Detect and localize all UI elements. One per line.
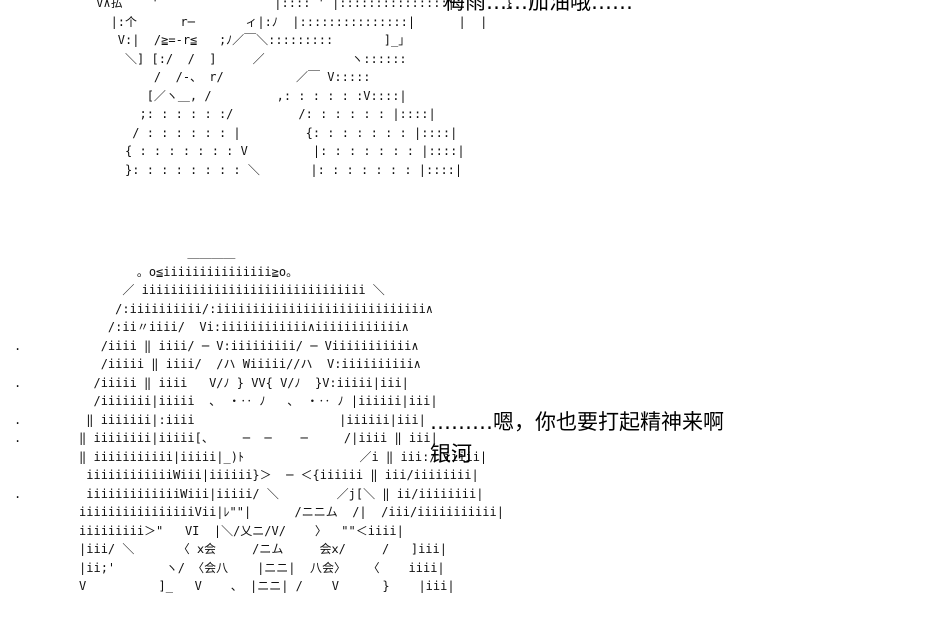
art-line: V ]_ V 、 |ニニ| / V } |iii| [14,579,455,593]
art-line: ＼] [:/ / ] ／ ヽ:::::: [60,51,407,66]
art-line: . /iiiii ‖ iiii V/ﾉ } VV{ V/ﾉ }V:iiiii|i… [14,375,409,390]
art-line: . ‖ iiiiiiii|iiiii[、 ─ ─ ─ /|iiii ‖ iii| [14,431,438,445]
art-line: }: : : : : : : : ＼ |: : : : : : : |::::| [60,162,463,177]
art-line: 。o≦iiiiiiiiiiiiiii≧o。 [14,264,299,279]
art-line: |:个 r─ ィ|:ﾉ |:::::::::::::::| | | [60,14,488,29]
dialogue-line: ………嗯，你也要打起精神来啊 [430,410,724,434]
bottom-ascii-art-character: ＿＿＿＿ 。o≦iiiiiiiiiiiiiii≧o。 ／ iiiiiiiiiii… [14,244,504,596]
art-line: . /iiii ‖ iiii/ ─ V:iiiiiiiii/ ─ Viiiiii… [14,338,419,353]
art-line: iiiiiiiii＞" VI |＼/乂ニ/V/ 〉 ""＜iiii| [14,523,404,538]
art-line: |ii;' ヽ/ 〈会八 |ニニ| 八会〉 〈 iiii| [14,560,445,575]
art-line: /iiiiiii|iiiii 、 ・‥ ﾉ 、 ・‥ ﾉ |iiiiii|iii… [14,394,438,408]
art-line: ‖ iiiiiiiiiii|iiiii|_)ﾄ ／i ‖ iii:/:iiiii… [14,449,488,464]
art-line: /iiiii ‖ iiii/ /ハ Wiiiii//ハ V:iiiiiiiiii… [14,357,421,371]
top-ascii-art-figure: V∧払 ' |:::: ' |:::::::::::::::| } | |:个 … [60,0,534,179]
art-line: ／ iiiiiiiiiiiiiiiiiiiiiiiiiiiiiii ＼ [14,283,385,297]
bottom-dialogue-text: ………嗯，你也要打起精神来啊 银河 [430,406,724,470]
top-dialogue-text: 梅雨……加油哦…… [444,0,633,14]
art-line: V∧払 ' |:::: ' |:::::::::::::::| } | [60,0,535,10]
art-line: V:| /≧=-r≦ ;ﾉ／￣＼::::::::: ]_」 [60,33,411,47]
art-line: /:ii〃iiii/ Vi:iiiiiiiiiiii∧iiiiiiiiiiii∧ [14,320,409,334]
art-line: ;: : : : : :/ /: : : : : : |::::| [60,107,436,121]
art-line: . ‖ iiiiiii|:iiii |iiiiii|iii| [14,412,426,427]
art-line: ＿＿＿＿ [14,246,236,260]
art-line: |iii/ ＼ 〈 ⅹ会 /ニム 会ⅹ/ / ]iii| [14,542,447,556]
art-line: / /-、 r/ ／￣ V::::: [60,70,371,84]
art-line: . iiiiiiiiiiiiiWiii|iiiii/ ＼ ／j[＼ ‖ ii/i… [14,486,484,501]
dialogue-line-speaker: 银河 [430,442,472,466]
art-line: / : : : : : : | {: : : : : : : |::::| [60,125,458,140]
art-line: [／ヽ＿, / ,: : : : : :V::::| [60,88,407,103]
art-line: { : : : : : : : V |: : : : : : : |::::| [60,144,465,158]
art-line: iiiiiiiiiiiiiiiiVii|ﾚ""| /ニニム /| /iii/ii… [14,505,504,519]
art-line: iiiiiiiiiiiiWiii|iiiiii}＞ ─ ＜{iiiiii ‖ i… [14,468,479,482]
art-line: /:iiiiiiiiii/:iiiiiiiiiiiiiiiiiiiiiiiiii… [14,301,434,316]
